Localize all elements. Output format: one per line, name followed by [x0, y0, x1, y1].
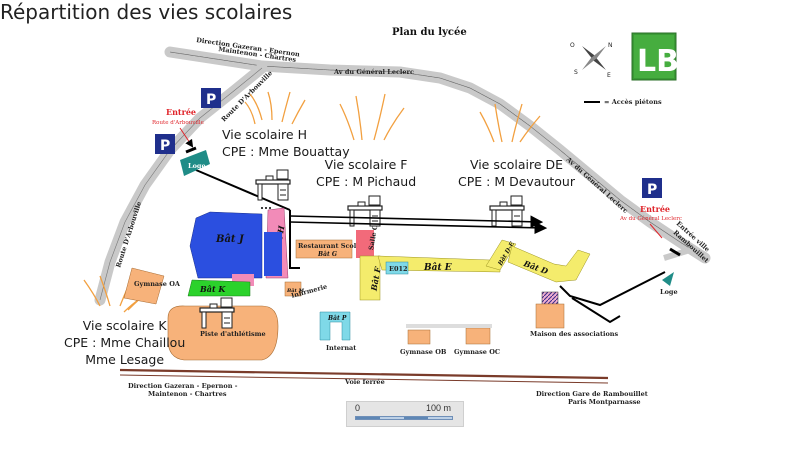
building-internat	[319, 311, 351, 341]
svg-text:= Accès piétons: = Accès piétons	[604, 98, 662, 106]
building-bat-de	[485, 239, 517, 271]
roads	[94, 46, 711, 306]
svg-text:Entrée: Entrée	[166, 107, 196, 117]
desk-icon	[489, 195, 525, 227]
svg-text:Gymnase OA: Gymnase OA	[134, 280, 181, 288]
building-loge-right	[662, 272, 674, 286]
direction-arrows	[289, 215, 548, 235]
svg-text:Bât F: Bât F	[368, 265, 382, 293]
building-bat-j	[189, 211, 263, 279]
label-direction-bottom-left-2: Maintenon - Chartres	[148, 390, 227, 398]
building-loge	[180, 150, 210, 176]
vie-name: Vie scolaire F	[324, 157, 408, 172]
svg-text:Bât M: Bât M	[286, 287, 305, 294]
vie-scolaire-k: Vie scolaire K CPE : Mme Chaillou Mme Le…	[64, 317, 185, 368]
road-loge-access	[663, 246, 707, 261]
building-maison-asso	[535, 303, 565, 329]
building-restaurant	[295, 239, 353, 259]
vie-cpe: CPE : M Devautour	[458, 174, 575, 189]
plan-title: Plan du lycée	[392, 27, 467, 38]
vie-scolaire-de: Vie scolaire DE CPE : M Devautour	[458, 156, 575, 190]
label-direction-bottom-right-2: Paris Montparnasse	[568, 398, 641, 406]
svg-text:Gymnase OC: Gymnase OC	[454, 348, 500, 356]
vie-name: Vie scolaire DE	[469, 157, 564, 172]
slide-title: Répartition des vies scolaires	[0, 0, 293, 24]
entree-arbouville: Entrée Route d'Arbouville	[152, 107, 204, 148]
building-salle-cirque	[356, 230, 374, 258]
lb-logo: LB	[631, 32, 679, 81]
label-av-leclerc-top: Av du Général Leclerc	[333, 68, 414, 76]
svg-text:Loge: Loge	[188, 162, 206, 170]
desk-icon	[199, 297, 235, 329]
svg-text:P: P	[206, 92, 216, 108]
parking-icon: P	[642, 178, 662, 198]
scale-bar: 0 100 m	[346, 401, 464, 427]
label-direction-bottom-right: Direction Gare de Rambouillet	[536, 390, 648, 398]
desk-icon	[255, 169, 291, 201]
svg-text:Bât E: Bât E	[423, 262, 452, 273]
svg-text:Bât P: Bât P	[327, 315, 347, 322]
parking-icon: P	[201, 88, 221, 108]
vie-scolaire-h: Vie scolaire H CPE : Mme Bouattay	[222, 126, 350, 160]
svg-text:Route d'Arbouville: Route d'Arbouville	[152, 120, 204, 126]
svg-text:Entrée: Entrée	[640, 204, 670, 214]
vie-cpe: CPE : Mme Bouattay	[222, 144, 350, 159]
road-labels: Direction Gazeran - Epernon Maintenon - …	[114, 36, 711, 406]
building-bat-m	[284, 281, 302, 297]
svg-text:Loge: Loge	[660, 288, 678, 296]
svg-text:P: P	[160, 138, 170, 154]
path-dots	[261, 207, 271, 209]
scale-bar-graphic	[355, 416, 453, 420]
building-bat-k	[187, 279, 251, 297]
svg-text:N: N	[608, 42, 613, 49]
compass-icon: O N S E	[570, 42, 613, 79]
railway	[119, 368, 609, 384]
svg-text:Bât K: Bât K	[199, 284, 226, 294]
vie-cpe: CPE : M Pichaud	[316, 174, 417, 189]
entree-leclerc: Entrée Av du Général Leclerc	[619, 204, 682, 239]
vie-name: Vie scolaire H	[222, 127, 307, 142]
svg-text:Maison des associations: Maison des associations	[530, 330, 619, 338]
svg-text:S: S	[574, 69, 578, 76]
svg-text:P: P	[647, 182, 657, 198]
svg-text:Bât G: Bât G	[317, 251, 337, 258]
scale-zero: 0	[355, 403, 361, 413]
vie-cpe-2: Mme Lesage	[85, 352, 165, 367]
vie-cpe: CPE : Mme Chaillou	[64, 335, 186, 350]
svg-text:Av du Général Leclerc: Av du Général Leclerc	[619, 215, 682, 222]
vie-scolaire-f: Vie scolaire F CPE : M Pichaud	[316, 156, 416, 190]
building-gymnase-oa	[123, 267, 165, 305]
svg-text:LB: LB	[637, 44, 679, 79]
building-gymnase-ob	[407, 329, 431, 345]
svg-text:E012: E012	[389, 265, 408, 273]
svg-text:O: O	[570, 42, 575, 49]
svg-text:Restaurant Scolaire: Restaurant Scolaire	[298, 242, 370, 250]
building-bat-d	[507, 245, 591, 283]
vie-name: Vie scolaire K	[82, 318, 167, 333]
label-direction-bottom-left: Direction Gazeran - Epernon -	[128, 382, 238, 390]
building-gymnase-oc	[465, 327, 491, 345]
piste-athletisme	[167, 305, 279, 361]
svg-text:Bât J: Bât J	[215, 234, 245, 245]
parking-icon: P	[155, 134, 175, 154]
label-voie-ferree: Voie ferrée	[344, 378, 385, 386]
svg-text:Piste d'athlétisme: Piste d'athlétisme	[200, 330, 266, 338]
building-bat-f	[359, 255, 381, 301]
svg-text:E: E	[607, 72, 611, 79]
legend-pedestrian: = Accès piétons	[584, 98, 662, 106]
pedestrian-paths	[195, 169, 666, 324]
svg-text:Gymnase OB: Gymnase OB	[400, 348, 447, 356]
svg-text:Internat: Internat	[326, 344, 356, 352]
buildings: Loge Bât J Bât K Bât H Bât M Infirmerie …	[123, 150, 678, 361]
desk-icon	[347, 195, 383, 227]
building-e012	[385, 261, 409, 275]
scale-distance: 100 m	[426, 403, 452, 413]
